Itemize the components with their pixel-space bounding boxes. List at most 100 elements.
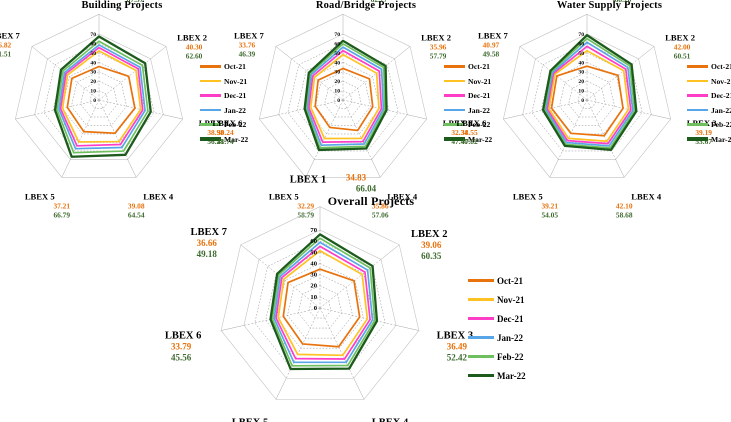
value-annotation-last: 53.67 <box>695 137 712 146</box>
value-annotation-first: 36.49 <box>447 342 468 352</box>
legend-label: Feb-22 <box>468 120 491 129</box>
value-annotation-first: 36.82 <box>0 41 12 50</box>
legend-swatch <box>444 137 465 141</box>
value-annotation-last: 60.51 <box>674 52 691 61</box>
legend-label: Oct-21 <box>468 62 490 71</box>
value-annotation-last: 46.39 <box>239 50 256 59</box>
radial-tick-label: 40 <box>334 60 340 66</box>
value-annotation-last: 57.79 <box>430 52 447 61</box>
radial-tick-label: 60 <box>90 41 96 47</box>
value-annotation-first: 40.30 <box>186 43 203 52</box>
radar-series-jan-22 <box>273 241 374 364</box>
legend-swatch <box>468 355 494 358</box>
legend-item[interactable]: Feb-22 <box>687 120 731 129</box>
legend-swatch <box>687 137 708 141</box>
legend-item[interactable]: Oct-21 <box>468 275 526 286</box>
value-annotation-last: 49.18 <box>197 249 218 259</box>
legend-swatch <box>200 108 221 112</box>
legend-item[interactable]: Mar-22 <box>468 370 526 381</box>
value-annotation-last: 47.82 <box>461 137 478 146</box>
legend-item[interactable]: Nov-21 <box>200 77 248 86</box>
axis-category-label: LBEX 4 <box>143 191 174 201</box>
radial-tick-label: 0 <box>314 305 318 312</box>
radar-series-dec-21 <box>546 45 632 145</box>
axis-category-label: LBEX 4 <box>372 417 409 422</box>
legend-label: Feb-22 <box>224 120 247 129</box>
legend-label: Jan-22 <box>497 332 524 343</box>
radial-tick-label: 0 <box>93 98 96 104</box>
legend-item[interactable]: Mar-22 <box>200 135 248 144</box>
value-annotation-last: 47.40 <box>451 137 468 146</box>
legend-item[interactable]: Jan-22 <box>444 106 492 115</box>
legend-label: Oct-21 <box>497 275 523 286</box>
legend-item[interactable]: Dec-21 <box>468 314 526 324</box>
legend-swatch <box>468 373 494 378</box>
axis-category-label: LBEX 3 <box>443 118 473 128</box>
radar-series-nov-21 <box>61 50 142 143</box>
radial-tick-label: 60 <box>334 41 340 47</box>
radar-series-oct-21 <box>66 65 136 135</box>
value-annotation-first: 40.97 <box>483 41 500 50</box>
legend-swatch <box>444 123 465 126</box>
value-annotation-first: 36.66 <box>197 238 218 248</box>
legend-item[interactable]: Oct-21 <box>200 62 248 71</box>
legend-item[interactable]: Oct-21 <box>687 62 731 71</box>
chart-title: Road/Bridge Projects <box>315 0 417 11</box>
axis-category-label: LBEX 4 <box>387 191 418 201</box>
legend-item[interactable]: Dec-21 <box>687 91 731 100</box>
legend-item[interactable]: Jan-22 <box>687 106 731 115</box>
legend-item[interactable]: Feb-22 <box>444 120 492 129</box>
radial-tick-label: 50 <box>578 51 584 57</box>
axis-category-label: LBEX 3 <box>199 118 229 128</box>
axis-category-label: LBEX 4 <box>631 191 662 201</box>
legend-item[interactable]: Dec-21 <box>444 91 492 100</box>
value-annotation-last: 67.37 <box>127 0 144 4</box>
radial-tick-label: 10 <box>310 294 317 301</box>
legend-swatch <box>200 137 221 141</box>
legend-item[interactable]: Mar-22 <box>687 135 731 144</box>
legend-item[interactable]: Dec-21 <box>200 91 248 100</box>
radar-series-dec-21 <box>59 46 144 147</box>
legend-item[interactable]: Nov-21 <box>444 77 492 86</box>
legend-item[interactable]: Mar-22 <box>444 135 492 144</box>
value-annotation-first: 39.06 <box>421 240 442 250</box>
legend-label: Mar-22 <box>497 370 526 381</box>
axis-category-label: LBEX 5 <box>232 417 268 422</box>
legend-label: Nov-21 <box>224 76 248 86</box>
value-annotation-last: 57.06 <box>372 210 389 219</box>
legend-item[interactable]: Oct-21 <box>444 62 492 71</box>
value-annotation-last: 62.60 <box>186 52 203 61</box>
value-annotation-last: 51.51 <box>0 50 12 59</box>
value-annotation-last: 68.70 <box>615 0 632 4</box>
legend-swatch <box>444 65 465 68</box>
legend-label: Feb-22 <box>711 120 731 129</box>
axis-category-label: LBEX 6 <box>165 331 201 342</box>
legend-item[interactable]: Nov-21 <box>468 295 526 305</box>
value-annotation-last: 49.58 <box>483 50 500 59</box>
legend-label: Jan-22 <box>468 105 490 115</box>
radar-series-jan-22 <box>544 41 634 147</box>
axis-category-label: LBEX 7 <box>190 227 226 238</box>
radial-tick-label: 10 <box>90 89 96 95</box>
axis-category-label: LBEX 6 <box>212 118 243 128</box>
chart-title: Water Supply Projects <box>556 0 663 11</box>
radial-tick-label: 30 <box>334 70 340 76</box>
legend-swatch <box>468 279 494 282</box>
legend-item[interactable]: Jan-22 <box>468 332 526 343</box>
value-annotation-first: 39.19 <box>695 128 712 137</box>
legend-swatch <box>200 79 221 83</box>
radial-tick-label: 0 <box>581 98 584 104</box>
legend-item[interactable]: Feb-22 <box>468 352 526 362</box>
radial-tick-label: 70 <box>90 32 96 38</box>
legend-label: Jan-22 <box>711 105 731 115</box>
legend-item[interactable]: Jan-22 <box>200 106 248 115</box>
value-annotation-first: 42.10 <box>616 201 633 210</box>
legend-item[interactable]: Nov-21 <box>687 77 731 86</box>
legend-item[interactable]: Feb-22 <box>200 120 248 129</box>
legend-swatch <box>200 65 221 68</box>
radar-series-jan-22 <box>306 46 385 147</box>
axis-category-label: LBEX 3 <box>687 118 717 128</box>
